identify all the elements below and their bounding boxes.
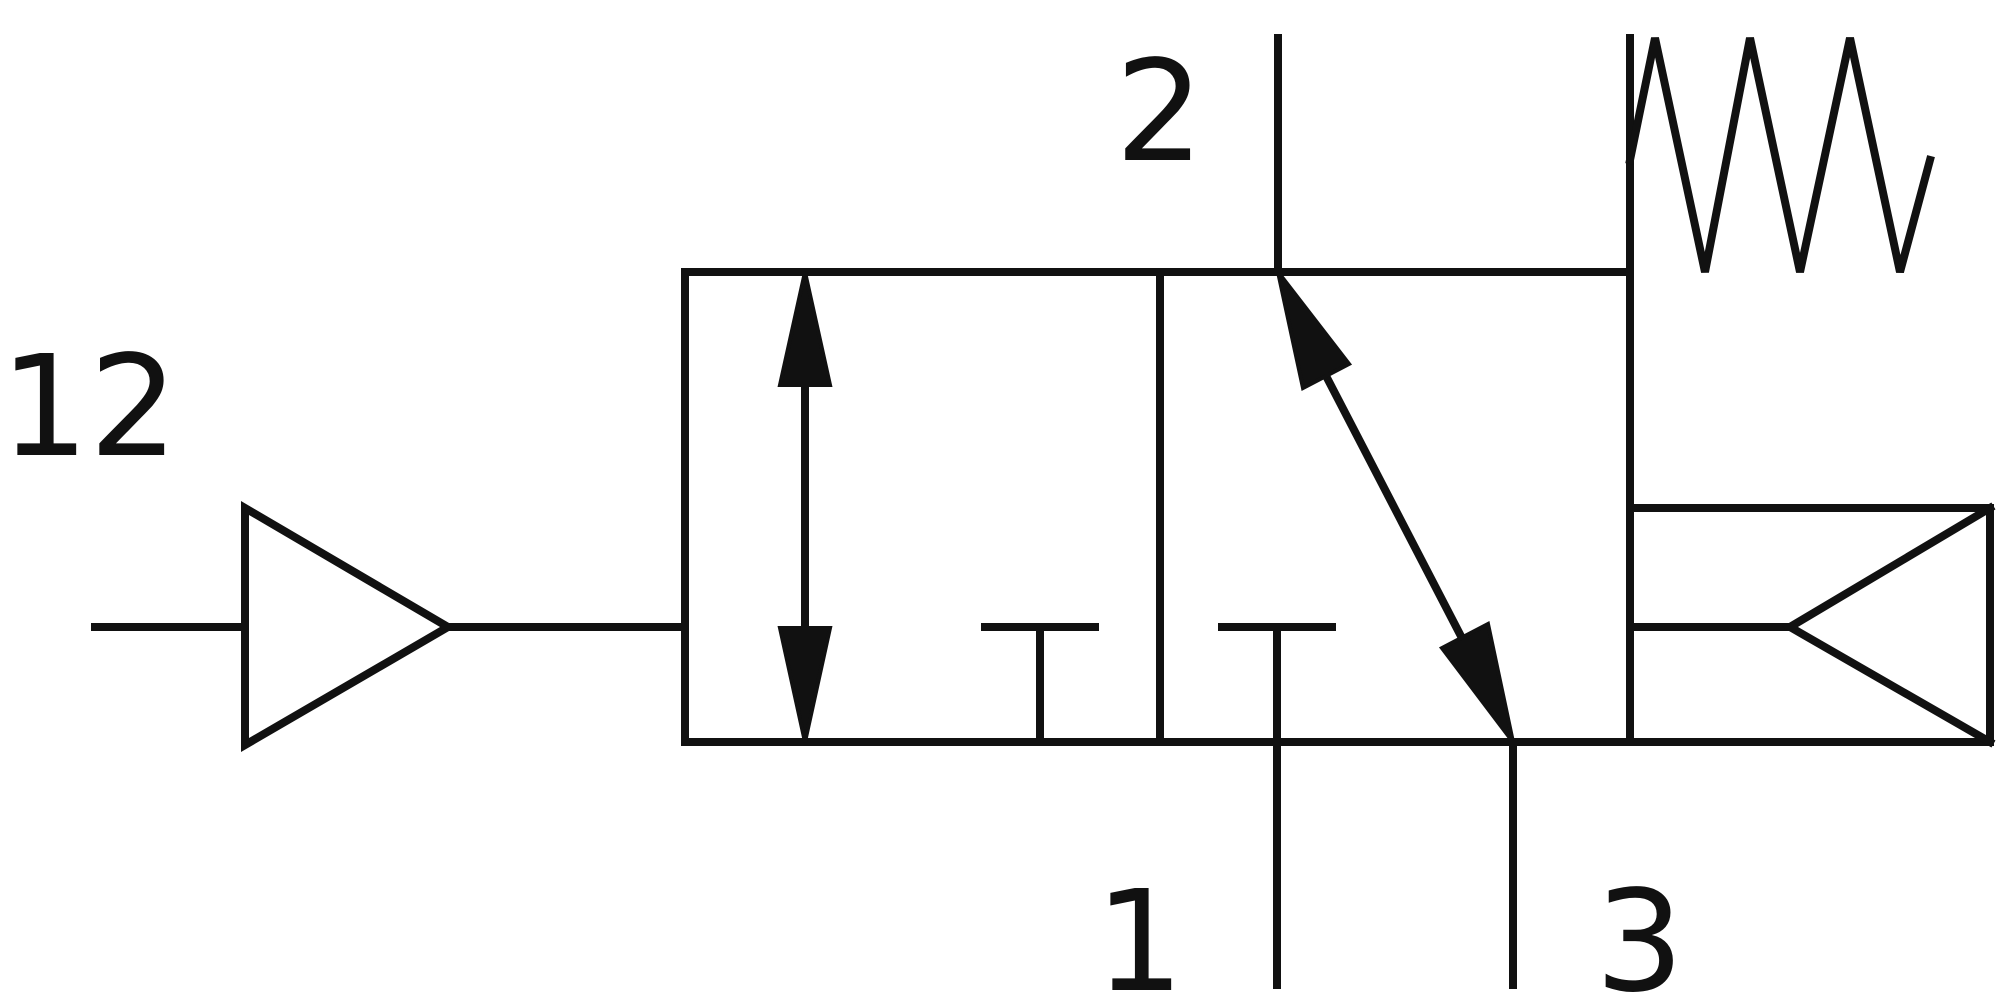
pilot-triangle-icon bbox=[241, 501, 456, 752]
flow-arrow-down-icon bbox=[777, 626, 833, 743]
flow-arrow-diagonal-down-icon bbox=[1438, 621, 1515, 744]
flow-line-diagonal bbox=[1290, 312, 1498, 702]
valve-position-left-box bbox=[681, 268, 1164, 746]
port-label-12: 12 bbox=[0, 326, 178, 489]
flow-arrow-up-icon bbox=[777, 271, 833, 387]
flow-arrow-diagonal-up-icon bbox=[1276, 270, 1353, 391]
solenoid-actuator bbox=[1626, 502, 1996, 748]
valve-body bbox=[681, 268, 1634, 746]
spring-return bbox=[1625, 34, 1935, 276]
port-label-2: 2 bbox=[1115, 31, 1204, 194]
port-label-3: 3 bbox=[1595, 861, 1684, 1000]
solenoid-triangle-icon bbox=[1782, 502, 1996, 748]
port-label-1: 1 bbox=[1095, 861, 1184, 1000]
spring-zigzag-icon bbox=[1625, 37, 1935, 274]
pneumatic-pilot-actuator bbox=[91, 501, 689, 752]
